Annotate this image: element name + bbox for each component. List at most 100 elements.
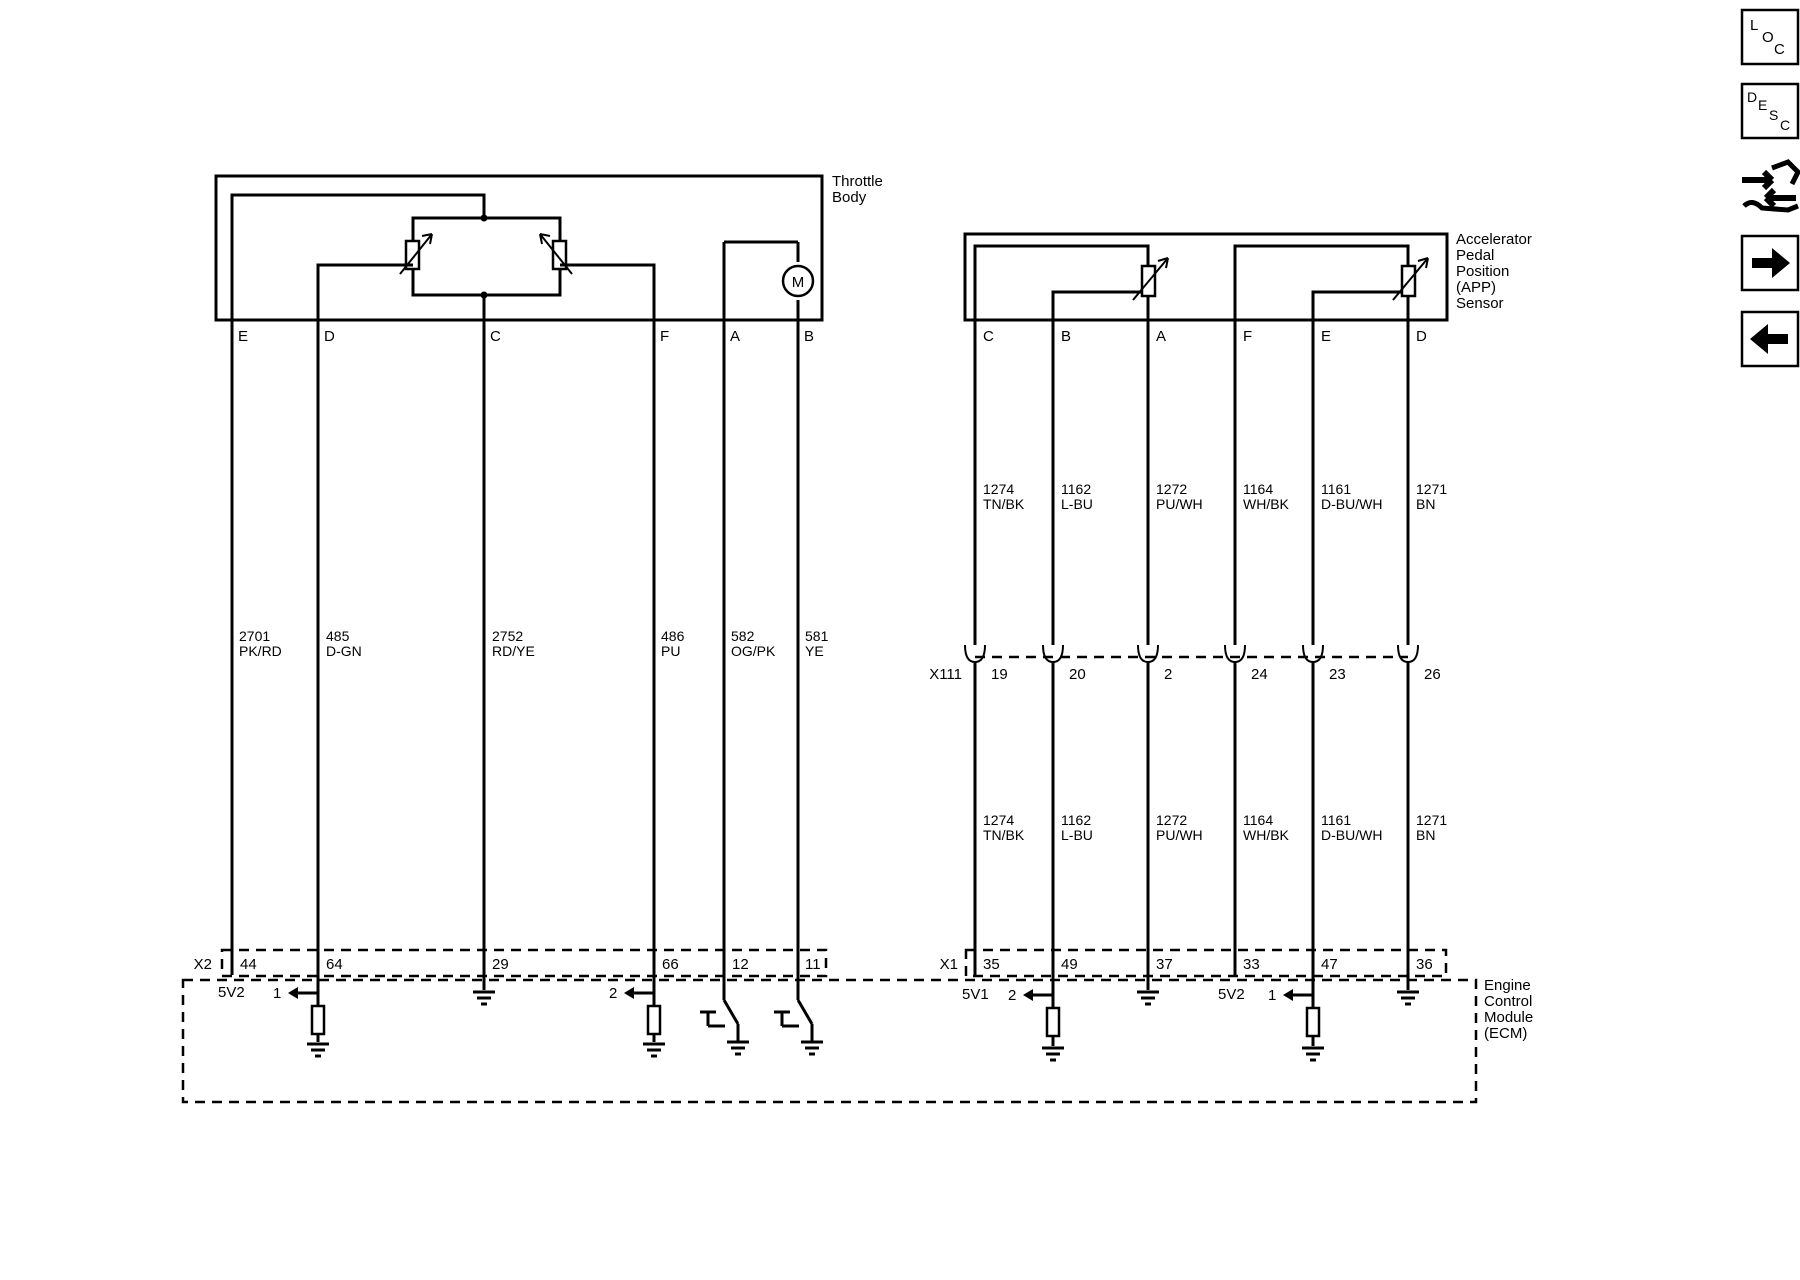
tps1-wiper-arrow bbox=[399, 233, 433, 275]
x1-pin-47: 47 bbox=[1321, 956, 1338, 973]
tb-color-485: D-GN bbox=[326, 643, 362, 659]
app-color-1272-lower: PU/WH bbox=[1156, 827, 1203, 843]
next-page-button[interactable] bbox=[1740, 234, 1800, 292]
desc-d: D bbox=[1747, 89, 1757, 105]
tb-color-486: PU bbox=[661, 643, 680, 659]
motor-icon bbox=[781, 264, 815, 298]
tb-pin-b: B bbox=[804, 328, 814, 345]
ecm-motor-switch-11 bbox=[774, 999, 814, 1042]
ecm-title-2: Control bbox=[1484, 993, 1532, 1010]
description-button[interactable]: D E S C bbox=[1740, 82, 1800, 140]
ecm-app-sig-e-ground-icon bbox=[1302, 1046, 1324, 1062]
tb-color-582: OG/PK bbox=[731, 643, 776, 659]
app-color-1162-lower: L-BU bbox=[1061, 827, 1093, 843]
x111-terminal-24 bbox=[1224, 644, 1246, 664]
app-circuit-1161-lower: 1161 bbox=[1321, 812, 1351, 828]
tb-pin-e: E bbox=[238, 328, 248, 345]
tps2-wiper bbox=[560, 263, 656, 320]
app-color-1274-lower: TN/BK bbox=[983, 827, 1025, 843]
tb-pin-c: C bbox=[490, 328, 501, 345]
x1-pin-35: 35 bbox=[983, 956, 1000, 973]
ecm-sig-f-arrowhead bbox=[624, 987, 634, 999]
app1-internal bbox=[973, 244, 1150, 320]
x1-pin-33: 33 bbox=[1243, 956, 1260, 973]
app-color-1161-upper: D-BU/WH bbox=[1321, 496, 1382, 512]
app-circuit-1162-upper: 1162 bbox=[1061, 481, 1091, 497]
app-circuit-1274-lower: 1274 bbox=[983, 812, 1014, 828]
x111-terminal-20 bbox=[1042, 644, 1064, 664]
x2-pin-11: 11 bbox=[805, 956, 821, 973]
app-circuit-1164-lower: 1164 bbox=[1243, 812, 1273, 828]
app-color-1271-lower: BN bbox=[1416, 827, 1435, 843]
app-pin-f: F bbox=[1243, 328, 1252, 345]
ecm-motor-ground-12 bbox=[727, 1040, 749, 1056]
tb-internal-e-loop bbox=[230, 193, 486, 320]
x2-pin-29: 29 bbox=[492, 956, 509, 973]
app-circuit-1271-upper: 1271 bbox=[1416, 481, 1447, 497]
app-pin-c: C bbox=[983, 328, 994, 345]
x111-label: X111 bbox=[929, 666, 962, 683]
location-button[interactable]: L O C bbox=[1740, 8, 1800, 66]
app-harness: C B A F E D 1274 TN/BK 1162 L-BU 1272 PU… bbox=[929, 320, 1447, 1012]
app2-internal bbox=[1233, 244, 1410, 320]
app-circuit-1271-lower: 1271 bbox=[1416, 812, 1447, 828]
x111-pin-2: 2 bbox=[1164, 666, 1172, 683]
x111-terminal-26 bbox=[1397, 644, 1419, 664]
app-sensor-title-4: (APP) bbox=[1456, 279, 1496, 296]
throttle-body-title-2: Body bbox=[832, 189, 867, 206]
tb-circuit-582: 582 bbox=[731, 628, 755, 644]
nav-buttons: L O C D E S C bbox=[1740, 8, 1800, 368]
x111-pin-23: 23 bbox=[1329, 666, 1346, 683]
ecm-section: Engine Control Module (ECM) X2 44 64 29 … bbox=[181, 948, 1533, 1104]
ecm-app-sig-e-arrowhead bbox=[1283, 989, 1293, 1001]
connector-swap-button[interactable] bbox=[1742, 159, 1800, 213]
ecm-sig-f-label: 2 bbox=[609, 985, 617, 1002]
x1-connector bbox=[964, 948, 1448, 978]
ecm-title-1: Engine bbox=[1484, 977, 1531, 994]
ecm-app-sig-e-resistor bbox=[1305, 1006, 1321, 1038]
app-circuit-1162-lower: 1162 bbox=[1061, 812, 1091, 828]
motor-label: M bbox=[792, 274, 805, 291]
tb-color-2752: RD/YE bbox=[492, 643, 535, 659]
tb-circuit-581: 581 bbox=[805, 628, 829, 644]
previous-page-button[interactable] bbox=[1740, 310, 1800, 368]
x111-pin-19: 19 bbox=[991, 666, 1008, 683]
tb-color-581: YE bbox=[805, 643, 824, 659]
ecm-5v1-reference: 5V1 bbox=[962, 986, 989, 1003]
tb-pin-a: A bbox=[730, 328, 740, 345]
x111-terminal-23 bbox=[1302, 644, 1324, 664]
tb-pin-f: F bbox=[660, 328, 669, 345]
x1-label: X1 bbox=[940, 956, 958, 973]
ecm-title-3: Module bbox=[1484, 1009, 1533, 1026]
x111-terminal-19 bbox=[964, 644, 986, 664]
loc-c: C bbox=[1774, 41, 1785, 58]
app-pin-d: D bbox=[1416, 328, 1427, 345]
app-color-1164-upper: WH/BK bbox=[1243, 496, 1290, 512]
x2-pin-64: 64 bbox=[326, 956, 343, 973]
ecm-app-sig-b-ground-icon bbox=[1042, 1046, 1064, 1062]
ecm-ground-29-icon bbox=[473, 990, 495, 1006]
app-color-1161-lower: D-BU/WH bbox=[1321, 827, 1382, 843]
x111-terminal-2 bbox=[1137, 644, 1159, 664]
ecm-box bbox=[181, 978, 1478, 1104]
loc-l: L bbox=[1750, 17, 1758, 34]
ecm-sig-d-label: 1 bbox=[273, 985, 281, 1002]
app-pin-b: B bbox=[1061, 328, 1071, 345]
ecm-ground-36-icon bbox=[1397, 990, 1419, 1006]
ecm-ground-37-icon bbox=[1137, 990, 1159, 1006]
throttle-body-title-1: Throttle bbox=[832, 173, 883, 190]
tb-color-2701: PK/RD bbox=[239, 643, 282, 659]
app-circuit-1164-upper: 1164 bbox=[1243, 481, 1273, 497]
ecm-sig-d-ground-icon bbox=[307, 1042, 329, 1058]
x2-pin-44: 44 bbox=[240, 956, 257, 973]
desc-e: E bbox=[1758, 97, 1767, 113]
x111-pin-24: 24 bbox=[1251, 666, 1268, 683]
ecm-sig-d-resistor bbox=[310, 1004, 326, 1036]
tps2-wiper-arrow bbox=[539, 233, 573, 275]
app-pin-a: A bbox=[1156, 328, 1166, 345]
ecm-5v2-reference-tb: 5V2 bbox=[218, 984, 245, 1001]
desc-s: S bbox=[1769, 107, 1778, 123]
app-circuit-1272-upper: 1272 bbox=[1156, 481, 1187, 497]
throttle-body-box bbox=[214, 174, 824, 322]
tps1-wiper bbox=[316, 263, 413, 320]
